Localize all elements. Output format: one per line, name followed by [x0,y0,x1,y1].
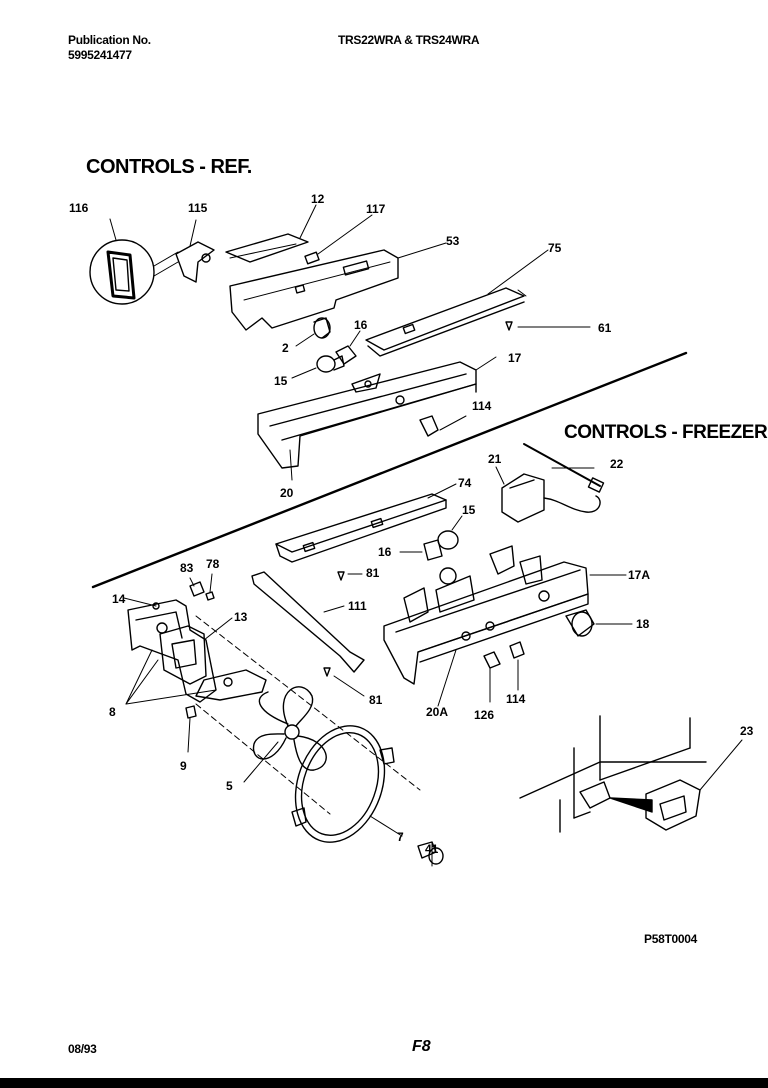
callout-15-ref: 15 [274,374,288,388]
callout-78: 78 [206,557,220,571]
callout-23: 23 [740,724,754,738]
callout-53: 53 [446,234,460,248]
section-divider-line [91,351,688,589]
publication-label: Publication No. [68,33,151,47]
part-17A-control-housing [383,545,627,707]
part-16-socket [335,330,361,365]
callout-74: 74 [458,476,472,490]
callout-61: 61 [598,321,612,335]
callout-5: 5 [226,779,233,793]
callout-126: 126 [474,708,495,722]
part-75-bar [365,249,549,357]
model-numbers: TRS22WRA & TRS24WRA [338,33,480,47]
part-78-screw [205,573,215,601]
part-23-cabinet-detail [519,715,743,833]
callout-2: 2 [282,341,289,355]
part-126-knob [483,651,501,703]
part-114-knob-freezer [509,641,525,691]
callout-117: 117 [366,202,386,216]
callout-81-upper: 81 [366,566,380,580]
part-2-knob [295,317,331,347]
callout-9: 9 [180,759,187,773]
callout-15-freezer: 15 [462,503,476,517]
part-7-fan-shroud [291,725,403,843]
part-81-screw-lower [323,667,365,697]
bottom-border-bar [0,1078,768,1088]
callout-20A: 20A [426,705,449,719]
page-number: F8 [412,1038,431,1055]
part-18-knob [565,609,633,637]
part-9-screw [185,705,197,753]
part-8-grommets [125,649,267,705]
part-21-thermostat [495,466,601,523]
callout-22: 22 [610,457,624,471]
drawing-code: P58T0004 [644,932,697,946]
part-114-thermostat-knob [419,415,467,437]
part-22-capillary [523,443,605,493]
callout-83: 83 [180,561,194,575]
callout-14: 14 [112,592,126,606]
part-115-clip [175,219,215,283]
detail-circle-116 [89,218,179,305]
part-81-screw-upper [337,571,363,581]
callout-116: 116 [69,201,89,215]
callout-111: 111 [348,599,367,613]
part-15-bulb [291,355,345,379]
callout-18: 18 [636,617,650,631]
callout-114-ref: 114 [472,399,492,413]
section-title-ref: CONTROLS - REF. [86,156,252,178]
part-15-bulb-freezer [437,515,463,550]
part-111-shield [251,571,365,673]
part-14-fan-bracket [123,597,217,703]
callout-8: 8 [109,705,116,719]
callout-20: 20 [280,486,294,500]
callout-17: 17 [508,351,522,365]
publication-date: 08/93 [68,1042,97,1056]
section-title-freezer: CONTROLS - FREEZER [564,422,768,443]
callout-13: 13 [234,610,248,624]
part-5-fan-blade [243,686,327,783]
part-74-bar [275,483,457,563]
callout-16-freezer: 16 [378,545,392,559]
callout-115: 115 [188,201,208,215]
callout-21: 21 [488,452,502,466]
part-16-socket-freezer [399,539,443,561]
callout-17A: 17A [628,568,651,582]
part-61-screw [505,321,591,331]
part-83-clip [189,577,205,597]
callout-41: 41 [425,842,439,856]
callout-12: 12 [311,192,325,206]
alignment-line-b [195,703,331,815]
callout-16-ref: 16 [354,318,368,332]
callout-7: 7 [397,830,404,844]
callout-81-lower: 81 [369,693,383,707]
publication-number: 5995241477 [68,48,132,62]
part-117-screw [304,214,373,265]
callout-114-freezer: 114 [506,692,526,706]
part-17-control-housing [257,356,497,481]
part-12-cover [225,204,317,263]
part-41-screw [417,841,444,867]
callout-75: 75 [548,241,562,255]
part-13-fan-motor [156,617,233,685]
part-53-housing [229,242,447,331]
